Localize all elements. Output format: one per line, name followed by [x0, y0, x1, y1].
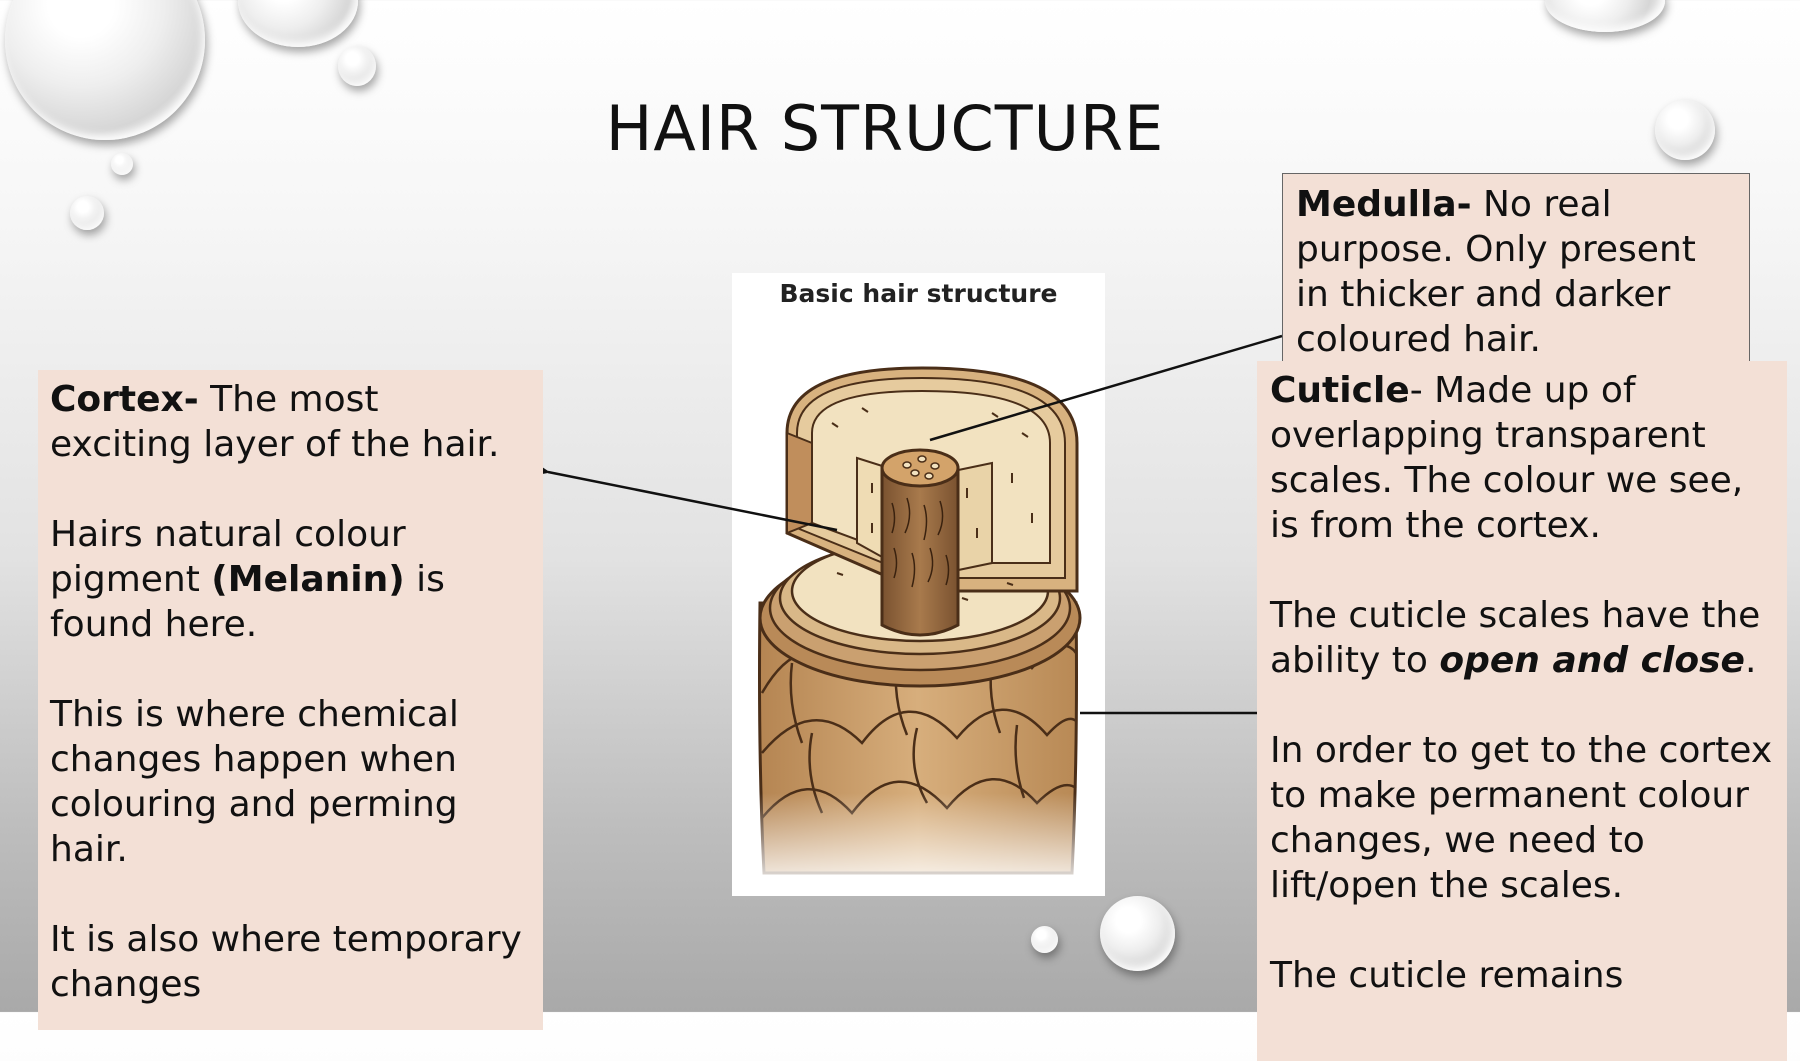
- cortex-temporary-text: It is also where temporary changes: [50, 917, 531, 1007]
- cortex-pointer-line: [548, 472, 837, 530]
- open-close-term: open and close: [1439, 640, 1745, 681]
- cuticle-remains-text: The cuticle remains: [1270, 953, 1774, 998]
- medulla-description-box: Medulla- No real purpose. Only present i…: [1282, 173, 1750, 363]
- medulla-heading: Medulla-: [1296, 184, 1472, 225]
- cortex-description-box: Cortex- The most exciting layer of the h…: [38, 370, 543, 1030]
- cortex-heading: Cortex-: [50, 379, 199, 420]
- medulla-pointer-line: [930, 336, 1282, 440]
- cuticle-scales-text: The cuticle scales have the ability to o…: [1270, 593, 1774, 683]
- cuticle-heading: Cuticle: [1270, 370, 1410, 411]
- cortex-chemical-text: This is where chemical changes happen wh…: [50, 692, 531, 872]
- cortex-pigment-text: Hairs natural colour pigment (Melanin) i…: [50, 512, 531, 647]
- medulla-text: Medulla- No real purpose. Only present i…: [1296, 182, 1736, 362]
- cuticle-intro: Cuticle- Made up of overlapping transpar…: [1270, 368, 1774, 548]
- cuticle-description-box: Cuticle- Made up of overlapping transpar…: [1257, 361, 1787, 1061]
- melanin-term: (Melanin): [211, 559, 404, 600]
- cortex-intro: Cortex- The most exciting layer of the h…: [50, 377, 531, 467]
- cuticle-lift-text: In order to get to the cortex to make pe…: [1270, 728, 1774, 908]
